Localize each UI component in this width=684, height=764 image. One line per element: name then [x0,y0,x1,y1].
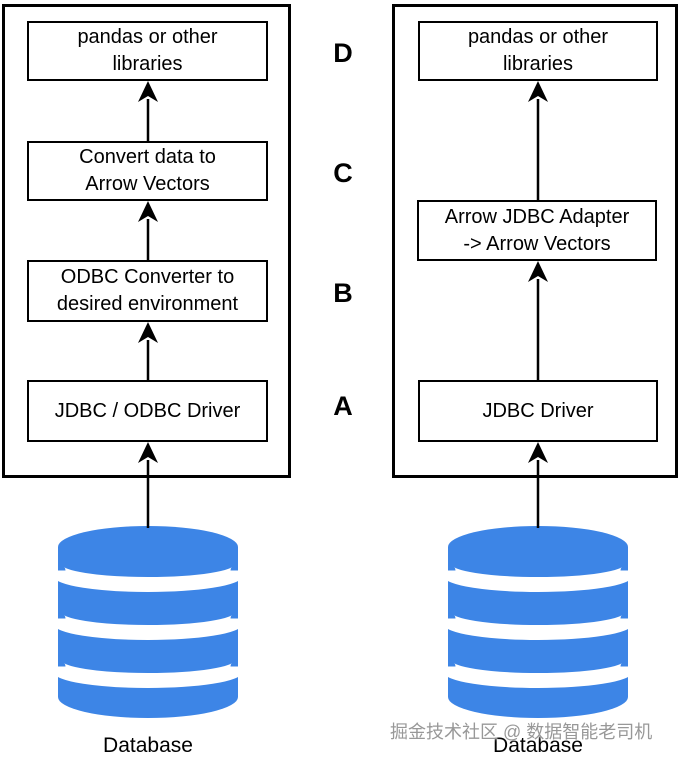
step-label-d: D [333,38,353,68]
right-box-jdbc-driver-line1: JDBC Driver [482,399,594,422]
right-database-cylinder [448,526,628,718]
step-label-b: B [333,278,353,308]
left-database-separators [58,566,238,688]
right-box-arrow-jdbc-adapter-line1: Arrow JDBC Adapter [444,205,630,228]
left-box-convert: Convert data to Arrow Vectors [27,141,268,201]
left-box-odbc-converter: ODBC Converter to desired environment [27,260,268,322]
left-box-jdbc-odbc-driver-line1: JDBC / ODBC Driver [54,399,241,422]
left-box-odbc-converter-line1: ODBC Converter to [60,266,235,288]
right-database-label: Database [493,734,583,757]
right-box-jdbc-driver: JDBC Driver [418,380,658,442]
left-box-odbc-converter-line2: desired environment [56,293,239,315]
left-box-convert-line2: Arrow Vectors [85,173,210,195]
left-box-pandas-line2: libraries [112,53,183,75]
left-box-pandas-line1: pandas or other [77,26,218,48]
step-label-c: C [333,158,353,188]
right-database-icon [448,526,628,718]
right-box-pandas-line1: pandas or other [467,26,609,48]
right-box-arrow-jdbc-adapter-line2: -> Arrow Vectors [463,232,611,255]
left-box-convert-line1: Convert data to [79,146,216,168]
left-database-label: Database [103,734,193,757]
left-box-jdbc-odbc-driver: JDBC / ODBC Driver [27,380,268,442]
left-database-cylinder [58,526,238,718]
right-box-pandas-line2: libraries [502,53,574,75]
right-box-pandas: pandas or other libraries [418,21,658,81]
watermark-text: 掘金技术社区 @ 数据智能老司机 [390,722,653,742]
left-database-icon [58,526,238,718]
right-database-separators [448,566,628,688]
left-box-pandas: pandas or other libraries [27,21,268,81]
right-box-arrow-jdbc-adapter: Arrow JDBC Adapter -> Arrow Vectors [417,200,657,261]
step-label-a: A [333,391,353,421]
